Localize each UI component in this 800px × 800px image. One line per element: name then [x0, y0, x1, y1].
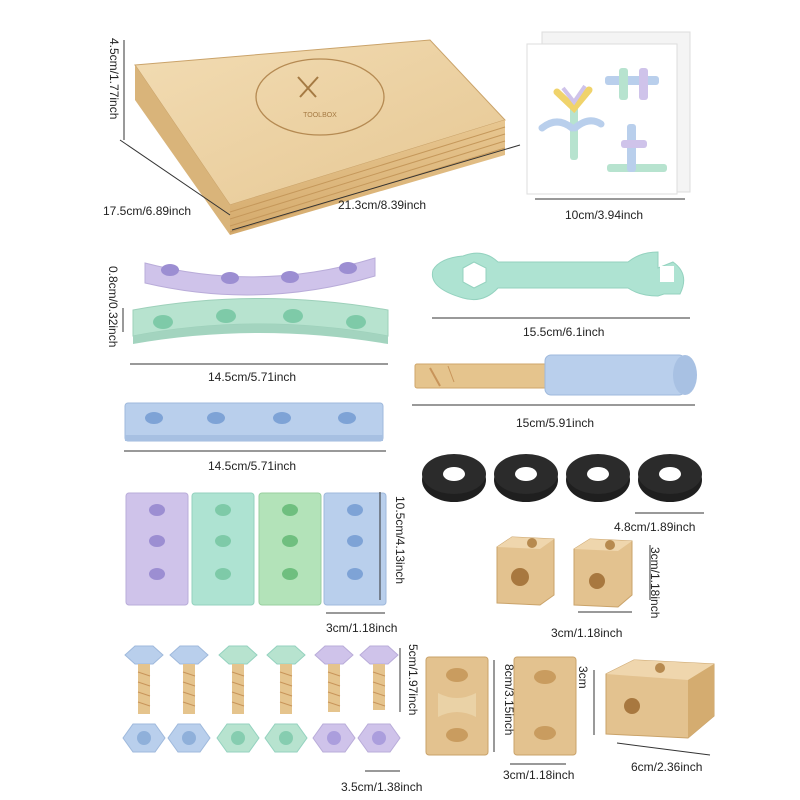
wood-plate-2	[513, 656, 577, 756]
bolts	[124, 645, 399, 714]
screwdriver-tool	[414, 354, 697, 396]
nut-purple-2	[357, 723, 401, 753]
short-plates	[125, 492, 387, 606]
nut-blue-1	[122, 723, 166, 753]
bolt-purple-2	[359, 645, 399, 710]
box-lid-logo-circle	[255, 58, 385, 136]
wrench-logo-icon	[297, 76, 319, 98]
instruction-card	[526, 31, 691, 195]
curve-length-label: 14.5cm/5.71inch	[208, 370, 297, 384]
wooden-cube-2	[573, 538, 633, 608]
short-plate-blue	[323, 492, 387, 606]
curved-bar-green	[132, 298, 389, 344]
card-figure-right	[605, 68, 667, 172]
nut-green-2	[264, 723, 308, 753]
nut-blue-2	[167, 723, 211, 753]
wooden-toolbox: TOOLBOX	[134, 39, 506, 235]
block-height-label: 3cm	[576, 666, 590, 689]
nut-green-1	[216, 723, 260, 753]
washer-2	[494, 454, 558, 502]
wrench-length-label: 15.5cm/6.1inch	[523, 325, 605, 339]
nuts	[122, 723, 401, 753]
box-width-label: 21.3cm/8.39inch	[338, 198, 427, 212]
wooden-cubes	[496, 536, 633, 608]
box-logo-text: TOOLBOX	[303, 112, 337, 119]
cube-width-label: 3cm/1.18inch	[551, 626, 623, 640]
screwdriver-length-label: 15cm/5.91inch	[516, 416, 595, 430]
box-depth-label: 17.5cm/6.89inch	[103, 204, 192, 218]
bolt-blue-2	[169, 645, 209, 714]
straight-bar-blue	[124, 402, 384, 442]
bolt-blue-1	[124, 645, 164, 714]
short-plate-green	[258, 492, 322, 606]
bolt-green-2	[266, 645, 306, 714]
curved-bar-purple	[144, 257, 376, 296]
washer-4	[638, 454, 702, 502]
wooden-cube-1	[496, 536, 555, 606]
wood-plate-1	[425, 656, 489, 756]
block-length-label: 6cm/2.36inch	[631, 760, 703, 774]
washer-label: 4.8cm/1.89inch	[614, 520, 696, 534]
nut-purple-1	[312, 723, 356, 753]
washer-1	[422, 454, 486, 502]
short-plate-purple	[125, 492, 189, 606]
bolts-and-nuts	[122, 645, 401, 753]
washer-3	[566, 454, 630, 502]
card-figure-left	[538, 84, 605, 160]
wrench-tool	[431, 251, 685, 301]
short-plate-mint	[191, 492, 255, 606]
black-washers	[422, 454, 702, 502]
bar-length-label: 14.5cm/5.71inch	[208, 459, 297, 473]
bolt-green-1	[218, 645, 258, 714]
wood-block	[605, 659, 715, 739]
bolt-nut-label: 3.5cm/1.38inch	[341, 780, 423, 794]
plate-width-label: 3cm/1.18inch	[326, 621, 398, 635]
wood-plate-width-label: 3cm/1.18inch	[503, 768, 575, 782]
wood-plates	[425, 656, 577, 756]
bolt-purple-1	[314, 645, 354, 712]
card-width-label: 10cm/3.94inch	[565, 208, 644, 222]
